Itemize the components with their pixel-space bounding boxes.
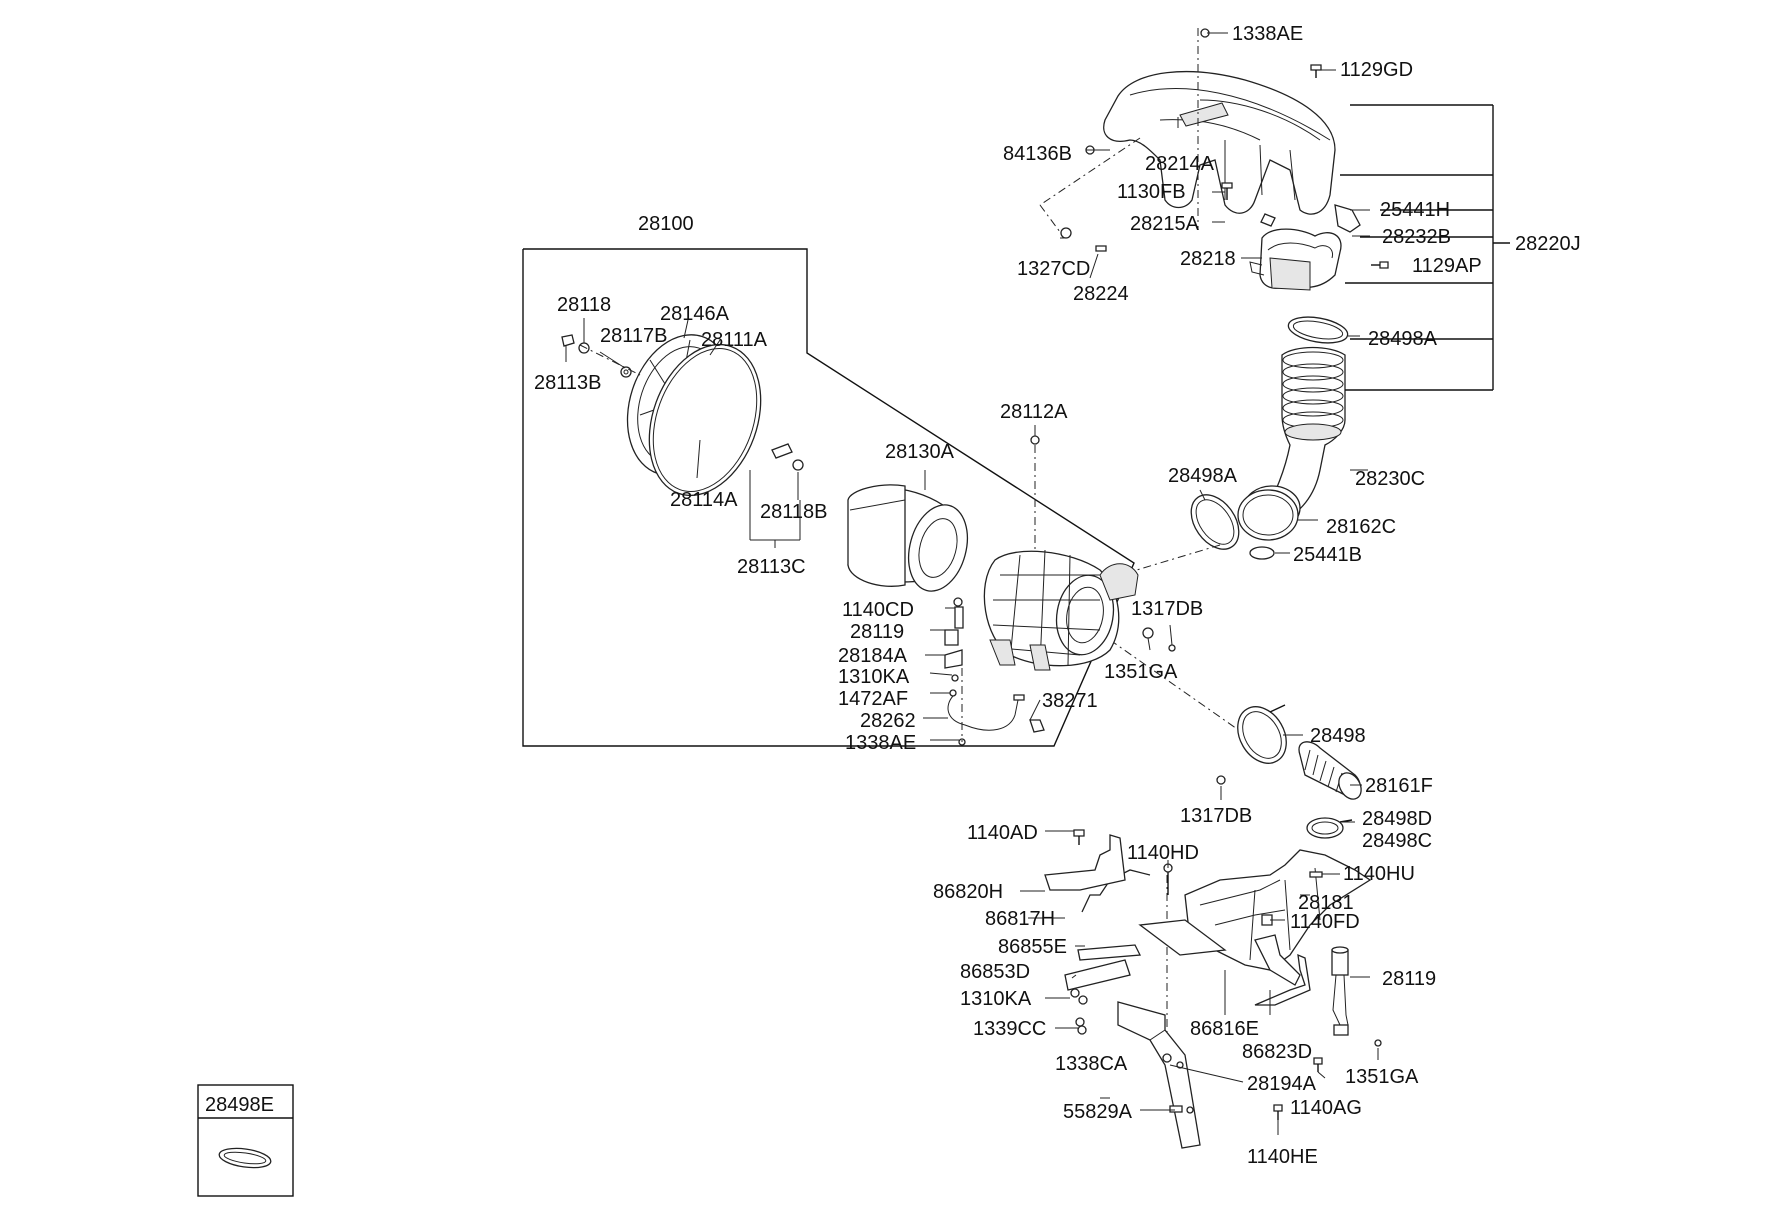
clip-25441B [1249,546,1275,560]
label-25441H: 25441H [1380,199,1450,221]
label-86855E: 86855E [998,936,1067,958]
label-28498: 28498 [1310,725,1366,747]
label-28194A: 28194A [1247,1073,1317,1095]
label-1130FB: 1130FB [1117,181,1186,203]
label-1140HU: 1140HU [1343,863,1415,885]
label-1472AF: 1472AF [838,688,908,710]
leader-lines [565,32,1379,1135]
label-1338AE-top: 1338AE [1232,23,1303,45]
label-28112A: 28112A [1000,401,1068,423]
fasteners-housing [1142,627,1176,652]
label-28130A: 28130A [885,441,955,463]
label-28113C: 28113C [737,556,806,578]
stud-28112A [1030,435,1040,550]
intake-duct-28220J [1103,71,1361,233]
label-1140AD: 1140AD [967,822,1038,844]
assembly-axis-lines [1039,28,1261,1060]
label-1310KA-b: 1310KA [960,988,1032,1010]
label-28232B: 28232B [1382,226,1451,248]
hose-28161F [1298,741,1362,800]
assembly-28100-outline [522,248,1135,747]
label-86817H: 86817H [985,908,1055,930]
label-28162C: 28162C [1326,516,1396,538]
cleaner-housing-28112A [983,549,1139,671]
label-28262: 28262 [860,710,916,732]
label-28214A: 28214A [1145,153,1215,175]
bolt-1317DB-b [1216,775,1226,785]
bracket-assembly-28181 [1044,829,1372,1035]
label-86820H: 86820H [933,881,1003,903]
label-1338AE-bot: 1338AE [845,732,916,754]
assembly-bracket-28220J [1340,104,1510,391]
label-1140HE: 1140HE [1247,1146,1318,1168]
label-28224: 28224 [1073,283,1129,305]
label-1339CC: 1339CC [973,1018,1046,1040]
label-28220J: 28220J [1515,233,1581,255]
label-1317DB-a: 1317DB [1131,598,1203,620]
label-28184A: 28184A [838,645,908,667]
duct-seal-28218 [1249,228,1342,291]
sensor-28119-lower [1331,946,1382,1047]
label-28117B: 28117B [600,325,667,347]
label-1140FD: 1140FD [1290,911,1360,933]
label-28498D: 28498D [1362,808,1432,830]
label-28119-a: 28119 [850,621,904,643]
label-28230C: 28230C [1355,468,1425,490]
label-1338CA: 1338CA [1055,1053,1128,1075]
part-labels: 1338AE 1129GD 84136B 28214A 1130FB 28215… [205,23,1581,1168]
inset-box-28498E [197,1084,294,1197]
label-1351GA-a: 1351GA [1104,661,1178,683]
clamp-28498D [1306,817,1353,839]
label-28118B: 28118B [760,501,827,523]
label-1317DB-b: 1317DB [1180,805,1252,827]
label-28161F: 28161F [1365,775,1433,797]
label-86816E: 86816E [1190,1018,1259,1040]
gasket-28498A-mid [1190,494,1240,550]
label-28146A: 28146A [660,303,730,325]
label-1129GD: 1129GD [1340,59,1413,81]
seal-ring-28111A [648,343,762,497]
label-28498A-top: 28498A [1368,328,1438,350]
label-1129AP: 1129AP [1412,255,1482,277]
clamp-28162C [1237,489,1299,541]
label-28498A-mid: 28498A [1168,465,1238,487]
label-1140HD: 1140HD [1127,842,1199,864]
label-28119-b: 28119 [1382,968,1436,990]
filter-element-28130A [847,484,968,592]
label-28218: 28218 [1180,248,1236,270]
label-28113B: 28113B [534,372,601,394]
label-25441B: 25441B [1293,544,1362,566]
label-28111A: 28111A [701,329,768,351]
label-28114A: 28114A [670,489,738,511]
label-55829A: 55829A [1063,1101,1133,1123]
label-1140CD: 1140CD [842,599,914,621]
fasteners-lower [1070,988,1323,1120]
label-1327CD: 1327CD [1017,258,1090,280]
label-28498E: 28498E [205,1094,274,1116]
label-28100: 28100 [638,213,694,235]
label-86853D: 86853D [960,961,1030,983]
clamp-28498 [1237,704,1287,764]
label-28118: 28118 [557,294,611,316]
label-28215A: 28215A [1130,213,1200,235]
gasket-28498A-top [1287,316,1349,344]
label-38271: 38271 [1042,690,1098,712]
label-28181: 28181 [1298,892,1354,914]
label-1310KA-a: 1310KA [838,666,910,688]
support-28194A [1117,1001,1201,1149]
label-1351GA-b: 1351GA [1345,1066,1419,1088]
label-28498C: 28498C [1362,830,1432,852]
label-84136B: 84136B [1003,143,1072,165]
label-86823D: 86823D [1242,1041,1312,1063]
label-1140AG: 1140AG [1290,1097,1362,1119]
